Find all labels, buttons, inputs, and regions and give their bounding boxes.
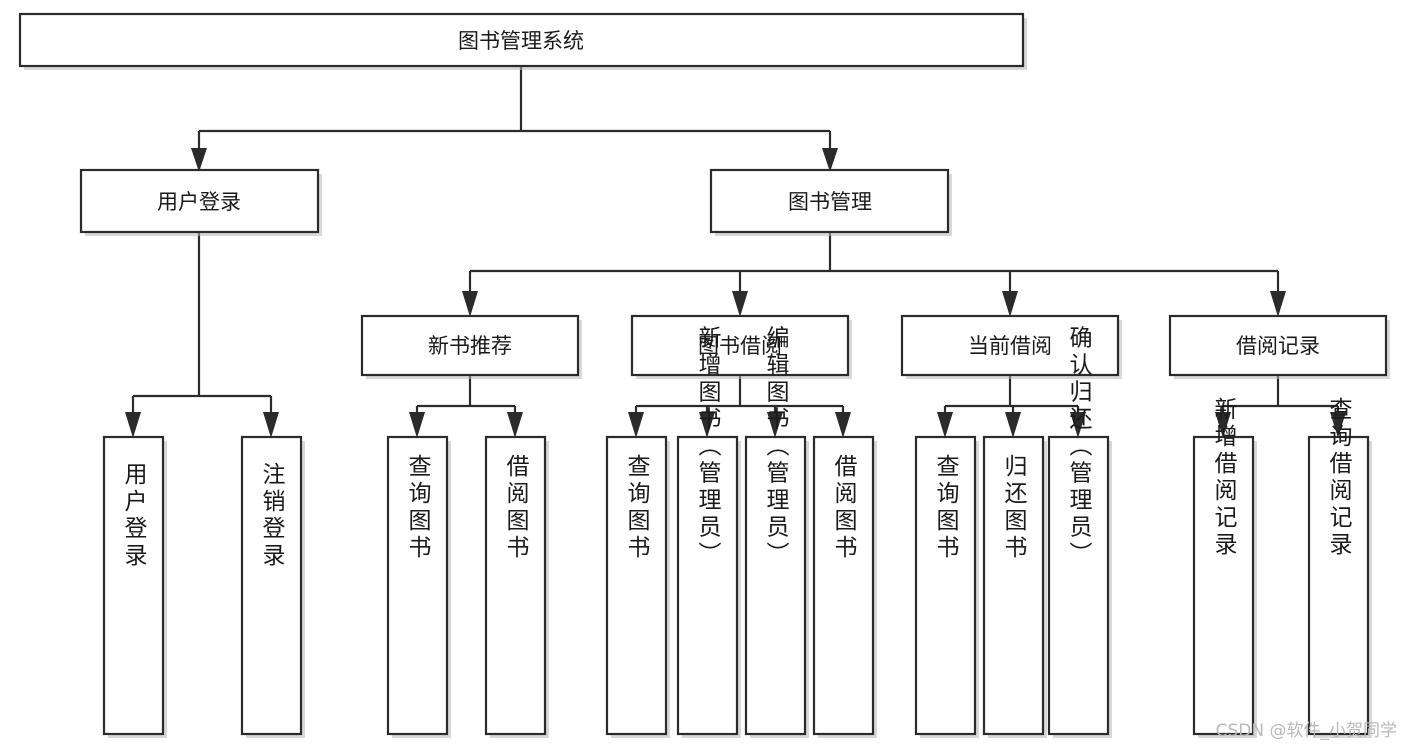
new-book-rec-box[interactable]: [360, 314, 580, 377]
arrow-leaf-add-record: [1215, 412, 1231, 438]
connector-group: [125, 66, 1346, 438]
leaf-query-book-3-label: 查询图书: [932, 454, 960, 562]
node-leaf-add-book[interactable]: 新增图书（管理员）: [676, 326, 741, 739]
node-new-book-rec[interactable]: 新书推荐: [360, 314, 582, 379]
node-leaf-query-book-1[interactable]: 查询图书: [386, 435, 451, 738]
arrow-book-borrow: [732, 291, 748, 317]
arrow-leaf-borrow-book-1: [507, 412, 523, 438]
arrow-current-borrow: [1002, 291, 1018, 317]
node-leaf-borrow-book-1[interactable]: 借阅图书: [484, 435, 549, 738]
leaf-query-book-2-box[interactable]: [605, 435, 668, 736]
node-leaf-confirm-return[interactable]: 确认归还（管理员）: [1047, 326, 1112, 739]
leaf-confirm-return-box[interactable]: [1047, 435, 1110, 736]
node-leaf-add-record[interactable]: 新增借阅记录: [1192, 397, 1257, 738]
arrow-leaf-edit-book: [767, 412, 783, 438]
leaf-borrow-book-1-box[interactable]: [484, 435, 547, 736]
node-book-manage[interactable]: 图书管理: [709, 168, 952, 236]
book-manage-box[interactable]: [709, 168, 950, 234]
borrow-record-label: 借阅记录: [1236, 334, 1320, 358]
new-book-rec-label: 新书推荐: [428, 334, 512, 358]
leaf-query-record-label: 查询借阅记录: [1325, 397, 1353, 559]
leaf-edit-book-box[interactable]: [744, 435, 807, 736]
arrow-leaf-query-book-1: [409, 412, 425, 438]
leaf-return-book-box[interactable]: [982, 435, 1045, 736]
leaf-borrow-book-2-label: 借阅图书: [830, 454, 858, 562]
arrow-leaf-confirm-return: [1070, 412, 1086, 438]
leaf-confirm-return-label: 确认归还（管理员）: [1065, 326, 1093, 569]
leaf-user-logout-label: 注销登录: [258, 462, 286, 570]
node-root[interactable]: 图书管理系统: [18, 12, 1027, 70]
leaf-return-book-label: 归还图书: [1000, 454, 1028, 562]
user-login-label: 用户登录: [157, 190, 241, 214]
leaf-user-login-label: 用户登录: [120, 462, 148, 570]
arrow-leaf-query-book-3: [937, 412, 953, 438]
leaf-add-record-box[interactable]: [1192, 435, 1255, 736]
arrow-borrow-record: [1270, 291, 1286, 317]
book-borrow-box[interactable]: [630, 314, 850, 377]
leaf-user-login-box[interactable]: [102, 435, 165, 736]
current-borrow-label: 当前借阅: [968, 334, 1052, 358]
node-leaf-query-book-2[interactable]: 查询图书: [605, 435, 670, 738]
node-leaf-user-login[interactable]: 用户登录: [102, 435, 167, 738]
book-borrow-label: 图书借阅: [698, 334, 782, 358]
leaf-query-book-2-label: 查询图书: [623, 454, 651, 562]
node-user-login[interactable]: 用户登录: [79, 168, 322, 236]
arrow-new-book-rec: [462, 291, 478, 317]
arrow-leaf-return-book: [1005, 412, 1021, 438]
node-book-borrow[interactable]: 图书借阅: [630, 314, 852, 379]
node-current-borrow[interactable]: 当前借阅: [900, 314, 1122, 379]
node-leaf-borrow-book-2[interactable]: 借阅图书: [812, 435, 877, 738]
leaf-user-logout-box[interactable]: [240, 435, 303, 736]
arrow-user-login: [191, 148, 207, 172]
node-leaf-return-book[interactable]: 归还图书: [982, 435, 1047, 738]
leaf-query-book-3-box[interactable]: [914, 435, 977, 736]
leaf-borrow-book-1-label: 借阅图书: [502, 454, 530, 562]
leaf-query-record-box[interactable]: [1307, 435, 1370, 736]
leaf-query-book-1-box[interactable]: [386, 435, 449, 736]
arrow-leaf-add-book: [699, 412, 715, 438]
node-leaf-user-logout[interactable]: 注销登录: [240, 435, 305, 738]
arrow-book-manage: [822, 148, 838, 172]
csdn-watermark: CSDN @软件_小贺同学: [1215, 721, 1397, 741]
leaf-add-record-label: 新增借阅记录: [1210, 397, 1238, 559]
leaf-add-book-box[interactable]: [676, 435, 739, 736]
arrow-leaf-user-logout: [263, 412, 279, 438]
leaf-borrow-book-2-box[interactable]: [812, 435, 875, 736]
arrow-leaf-borrow-book-2: [835, 412, 851, 438]
node-leaf-query-book-3[interactable]: 查询图书: [914, 435, 979, 738]
borrow-record-box[interactable]: [1168, 314, 1388, 377]
arrow-leaf-query-record: [1330, 412, 1346, 438]
arrow-leaf-query-book-2: [628, 412, 644, 438]
root-label: 图书管理系统: [458, 29, 584, 53]
book-manage-label: 图书管理: [788, 190, 872, 214]
node-leaf-query-record[interactable]: 查询借阅记录: [1307, 397, 1372, 738]
current-borrow-box[interactable]: [900, 314, 1120, 377]
leaf-add-book-label: 新增图书（管理员）: [694, 326, 722, 569]
leaf-query-book-1-label: 查询图书: [404, 454, 432, 562]
root-box[interactable]: [18, 12, 1025, 68]
node-borrow-record[interactable]: 借阅记录: [1168, 314, 1390, 379]
user-login-box[interactable]: [79, 168, 320, 234]
node-leaf-edit-book[interactable]: 编辑图书（管理员）: [744, 326, 809, 739]
arrow-leaf-user-login: [125, 412, 141, 438]
leaf-edit-book-label: 编辑图书（管理员）: [762, 326, 790, 569]
